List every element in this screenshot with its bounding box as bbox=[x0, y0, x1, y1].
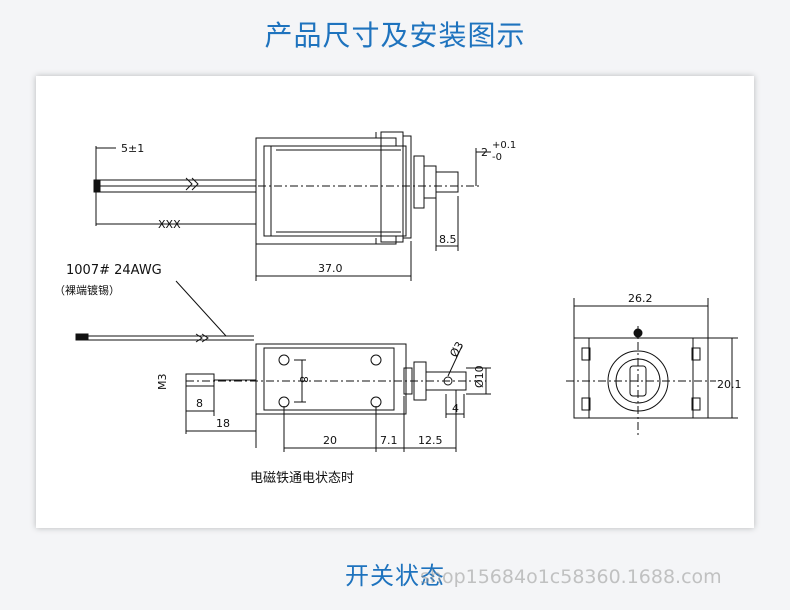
wire-note: （裸端镀锡） bbox=[54, 283, 120, 297]
lead-wires bbox=[93, 177, 256, 193]
wire-spec: 1007# 24AWG bbox=[66, 263, 162, 278]
technical-drawing: 5±1 XXX 37.0 8.5 2 +0.1 -0 1007# 24AWG （… bbox=[36, 76, 754, 528]
dim-plunger-tol-upper: +0.1 bbox=[492, 140, 516, 151]
dim-hole-pitch-h: 20 bbox=[323, 434, 337, 447]
dim-end-width: 26.2 bbox=[628, 292, 653, 305]
dim-body-length: 37.0 bbox=[318, 262, 343, 275]
switch-state-title: 开关状态 bbox=[345, 562, 445, 590]
page-title: 产品尺寸及安装图示 bbox=[264, 19, 526, 52]
dim-head-dia: Ø10 bbox=[473, 365, 486, 388]
dim-lead-length: XXX bbox=[158, 218, 181, 231]
coil-frame bbox=[255, 131, 481, 245]
dim-plunger-tol-lower: -0 bbox=[492, 152, 502, 163]
top-view: 5±1 XXX 37.0 8.5 2 +0.1 -0 bbox=[93, 131, 516, 281]
dim-plunger-len: 12.5 bbox=[418, 434, 443, 447]
dim-thread-len: 8 bbox=[196, 397, 203, 410]
dim-head-thick: 4 bbox=[452, 402, 459, 415]
state-caption: 电磁铁通电状态时 bbox=[250, 471, 354, 486]
dim-pin-dia: Ø3 bbox=[447, 339, 466, 359]
dim-plunger-ext: 8.5 bbox=[439, 233, 457, 246]
dim-gap: 7.1 bbox=[380, 434, 398, 447]
dim-thread: M3 bbox=[156, 374, 169, 391]
end-view: 26.2 20.1 bbox=[566, 292, 742, 436]
side-view: 1007# 24AWG （裸端镀锡） M3 bbox=[54, 263, 491, 486]
dim-hole-pitch-v: 8 bbox=[297, 376, 310, 383]
dim-shaft-len: 18 bbox=[216, 417, 230, 430]
dim-lead-strip: 5±1 bbox=[121, 142, 144, 155]
dim-plunger-tol-nominal: 2 bbox=[481, 146, 488, 159]
dim-end-height: 20.1 bbox=[717, 378, 742, 391]
watermark: shop1568​4o1c58360.1688.com bbox=[420, 566, 722, 588]
